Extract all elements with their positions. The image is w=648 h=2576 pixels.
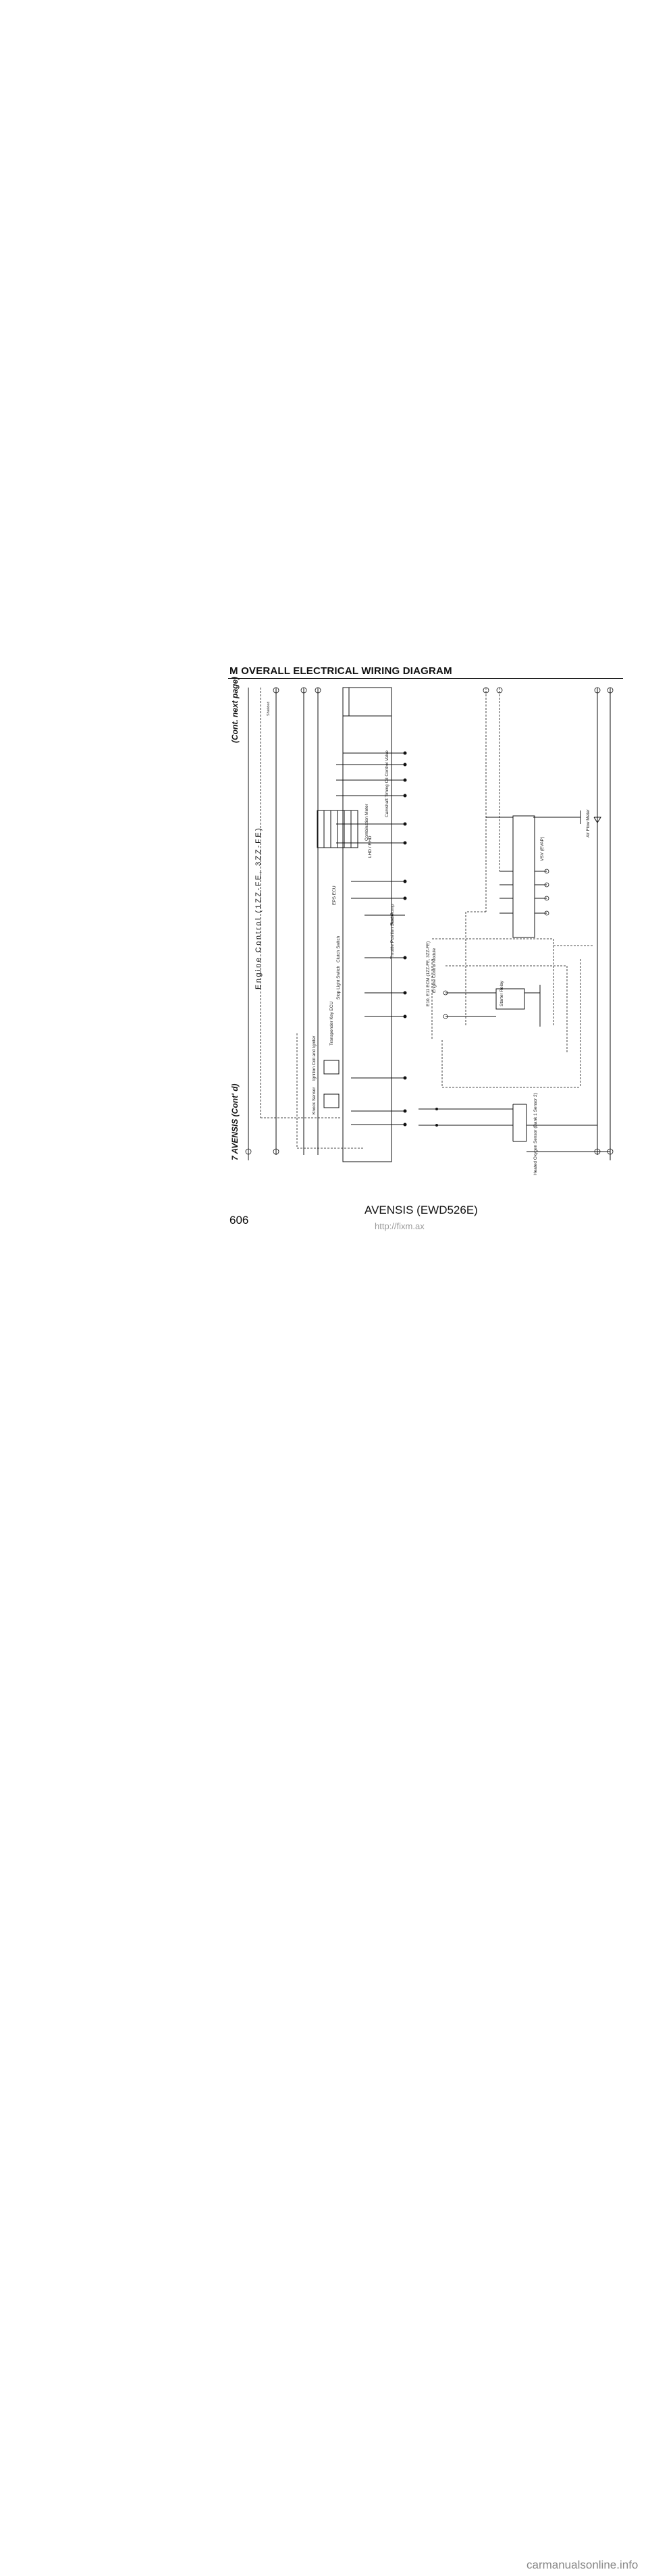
stoplight-switch-label: Stop Light Switch <box>336 965 341 1000</box>
ecm-box <box>342 687 392 1162</box>
vsv-label: VSV (EVAP) <box>540 836 545 861</box>
knock-sensor-label: Knock Sensor <box>312 1087 317 1114</box>
site-watermark: carmanualsonline.info <box>526 2558 639 2571</box>
starter-relay-label: Starter Relay <box>500 981 504 1006</box>
ecm-label: E10, E11 ECM (1ZZ-FE, 3ZZ-FE) <box>426 941 431 1006</box>
ecm-sublabel: Engine Control Module <box>432 948 437 993</box>
header-rule <box>228 678 623 679</box>
lhd-rhd-label: LHD / RHD <box>368 835 373 858</box>
page-header: M OVERALL ELECTRICAL WIRING DIAGRAM <box>230 665 452 677</box>
clutch-switch-label: Clutch Switch <box>336 935 341 962</box>
shield-label: Shielded <box>267 701 271 716</box>
url-watermark: http://fixm.ax <box>375 1221 425 1231</box>
fuel-pump-label: Fuel Pump <box>390 904 395 925</box>
ocv-label: Camshaft Timing Oil Control Valve <box>385 750 389 817</box>
oxygen-sensor-label: Heated Oxygen Sensor (Bank 1 Sensor 2) <box>533 1093 538 1175</box>
model-code: AVENSIS (EWD526E) <box>364 1204 478 1216</box>
eps-ecu-label: EPS ECU <box>332 885 337 905</box>
transponder-label: Transponder Key ECU <box>329 1001 334 1046</box>
air-flow-meter-label: Air Flow Meter <box>586 809 591 838</box>
igniter-label: Ignition Coil and Igniter <box>312 1035 317 1081</box>
page-number: 606 <box>230 1214 249 1227</box>
